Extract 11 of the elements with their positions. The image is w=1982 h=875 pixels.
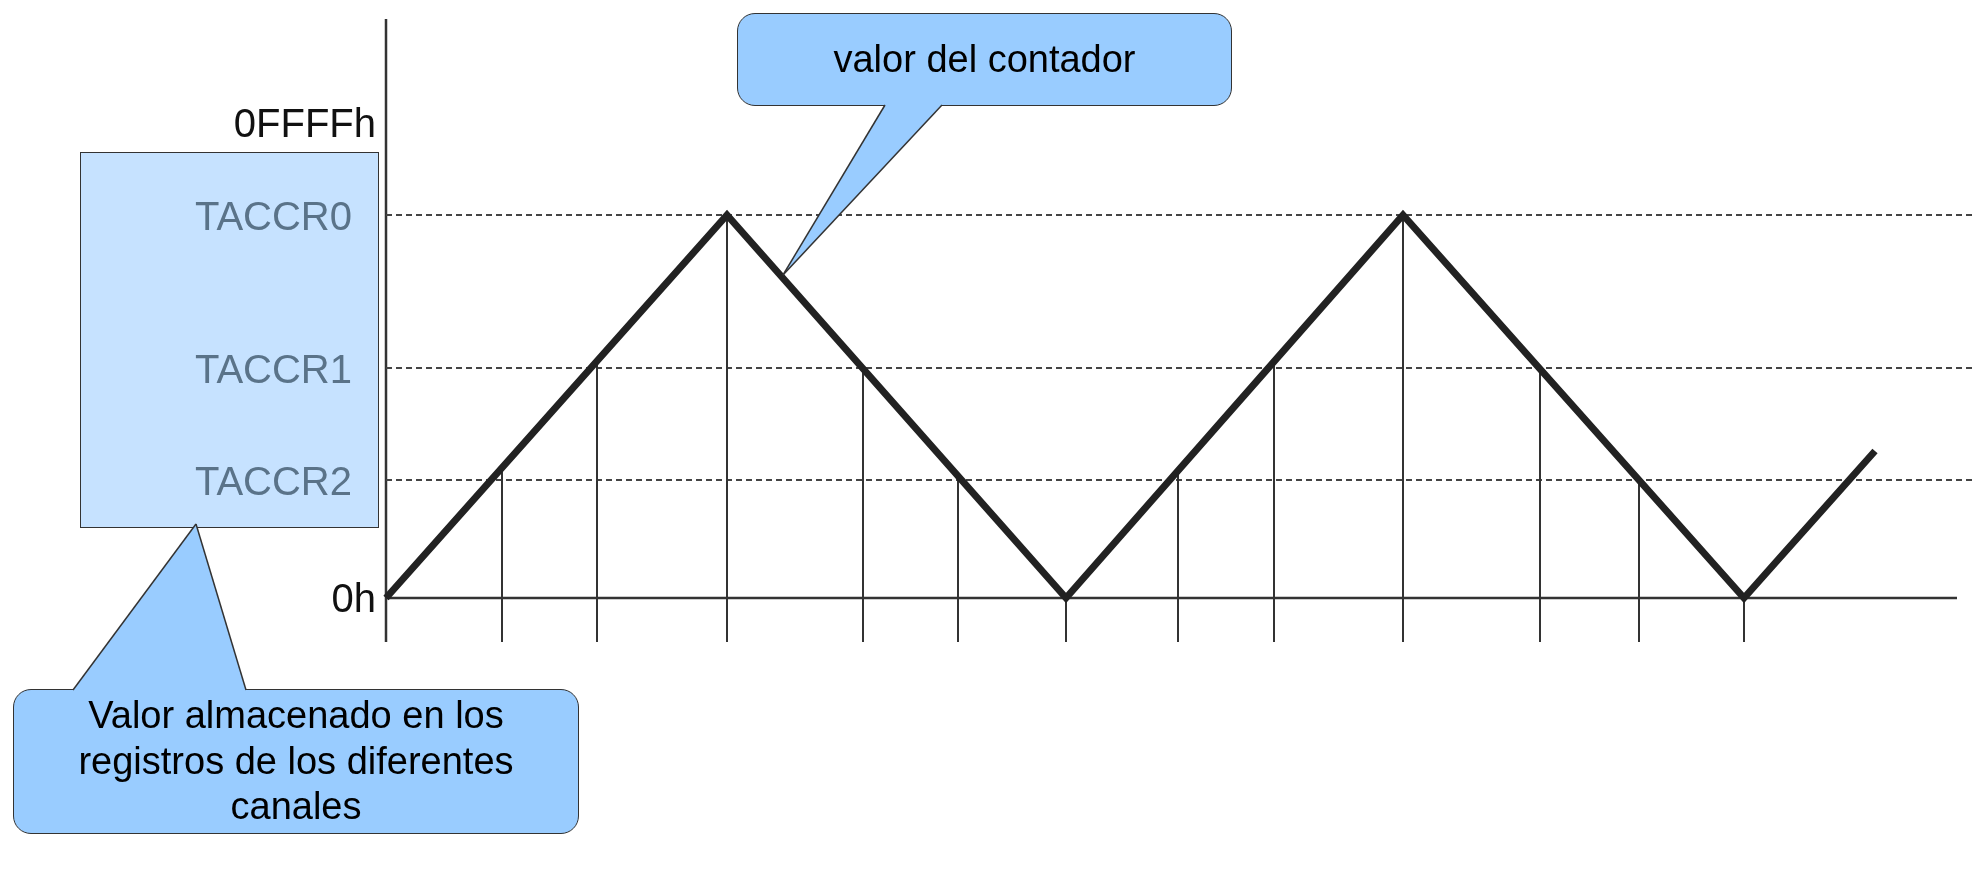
register-label: TACCR1	[194, 346, 352, 393]
register-box	[80, 152, 379, 528]
speech-bubble	[737, 13, 1232, 106]
callout-tail	[782, 104, 943, 276]
callout-text: valor del contador	[833, 36, 1136, 82]
register-label: TACCR2	[194, 458, 352, 505]
axis-label: 0FFFFh	[233, 100, 376, 147]
callout-text: Valor almacenado en los registros de los diferentes canales	[77, 693, 515, 830]
register-label: TACCR0	[194, 193, 352, 240]
callout-tail	[72, 523, 247, 691]
axis-label: 0h	[331, 575, 376, 622]
